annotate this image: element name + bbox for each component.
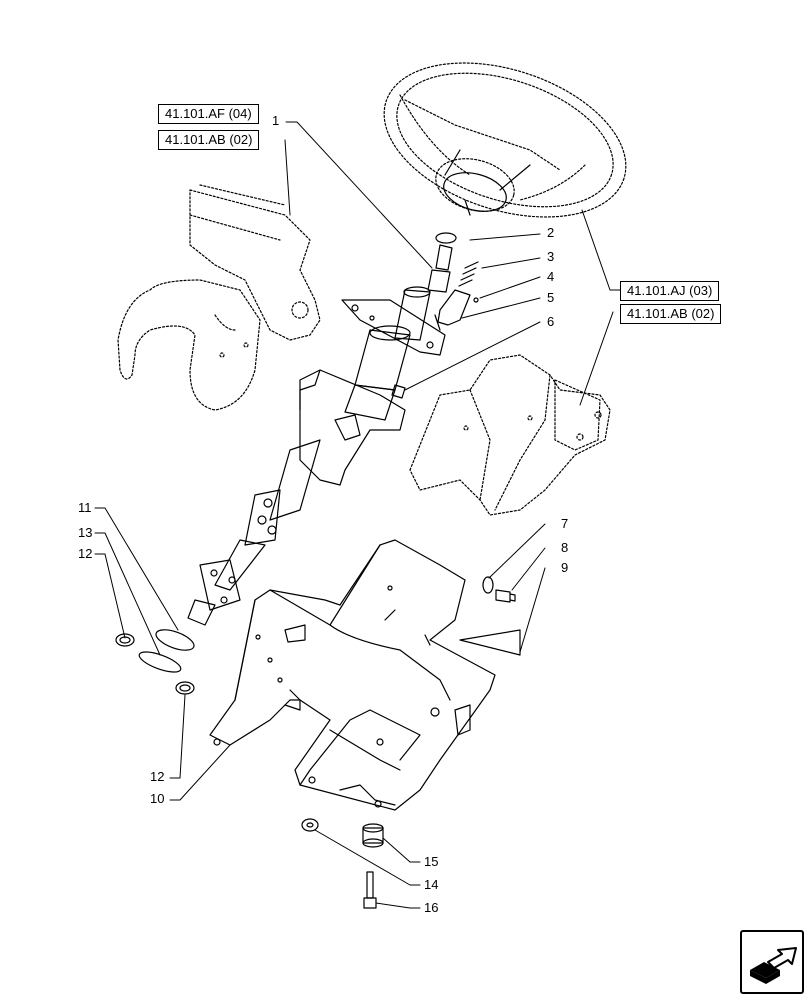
nut-part-14 [301, 818, 319, 832]
arrow-exit-icon [750, 947, 797, 984]
leader-lines [94, 121, 621, 909]
left-console-cover-phantom [117, 184, 321, 411]
spring-part-3 [458, 261, 479, 287]
bolt-part-8 [495, 589, 516, 603]
callout-5: 5 [547, 290, 555, 305]
plate-part-13 [138, 651, 182, 673]
callout-3: 3 [547, 249, 555, 264]
callout-2: 2 [547, 225, 555, 240]
callout-13: 13 [78, 525, 93, 540]
steering-column [187, 232, 457, 626]
callout-9: 9 [561, 560, 569, 575]
callout-16: 16 [424, 900, 439, 915]
support-frame-part-10 [209, 539, 496, 811]
ref-box-41101af-04[interactable]: 41.101.AF (04) [158, 104, 259, 124]
gasket-part-11 [155, 629, 195, 651]
screw-part-6 [391, 384, 406, 399]
washer-part-7 [482, 576, 494, 594]
callout-10: 10 [150, 791, 165, 806]
callout-12-upper: 12 [78, 546, 93, 561]
callout-7: 7 [561, 516, 569, 531]
callout-4: 4 [547, 269, 555, 284]
ref-box-41101aj-03[interactable]: 41.101.AJ (03) [620, 281, 720, 301]
callout-15: 15 [424, 854, 439, 869]
callout-12-lower: 12 [150, 769, 165, 784]
bushing-part-12-lower [175, 681, 195, 695]
callout-6: 6 [547, 314, 555, 329]
steering-wheel-phantom [383, 62, 627, 218]
bolt-part-16 [363, 871, 377, 909]
nut-part-2 [435, 232, 457, 244]
callout-8: 8 [561, 540, 569, 555]
nav-exit-button[interactable] [740, 930, 804, 994]
steering-wheel-hub [435, 149, 531, 216]
spacer-part-15 [362, 823, 384, 848]
callout-14: 14 [424, 877, 439, 892]
ref-box-41101ab-02-right[interactable]: 41.101.AB (02) [620, 304, 722, 324]
callout-1: 1 [272, 113, 280, 128]
plate-part-9 [459, 629, 521, 656]
column-flange [341, 299, 446, 356]
ref-box-41101ab-02-top[interactable]: 41.101.AB (02) [158, 130, 260, 150]
right-console-cover-phantom [409, 354, 611, 516]
bracket-part-5 [434, 289, 471, 331]
ball-part-4 [473, 297, 479, 303]
callout-11: 11 [78, 500, 92, 515]
bushing-part-12-upper [115, 633, 135, 647]
